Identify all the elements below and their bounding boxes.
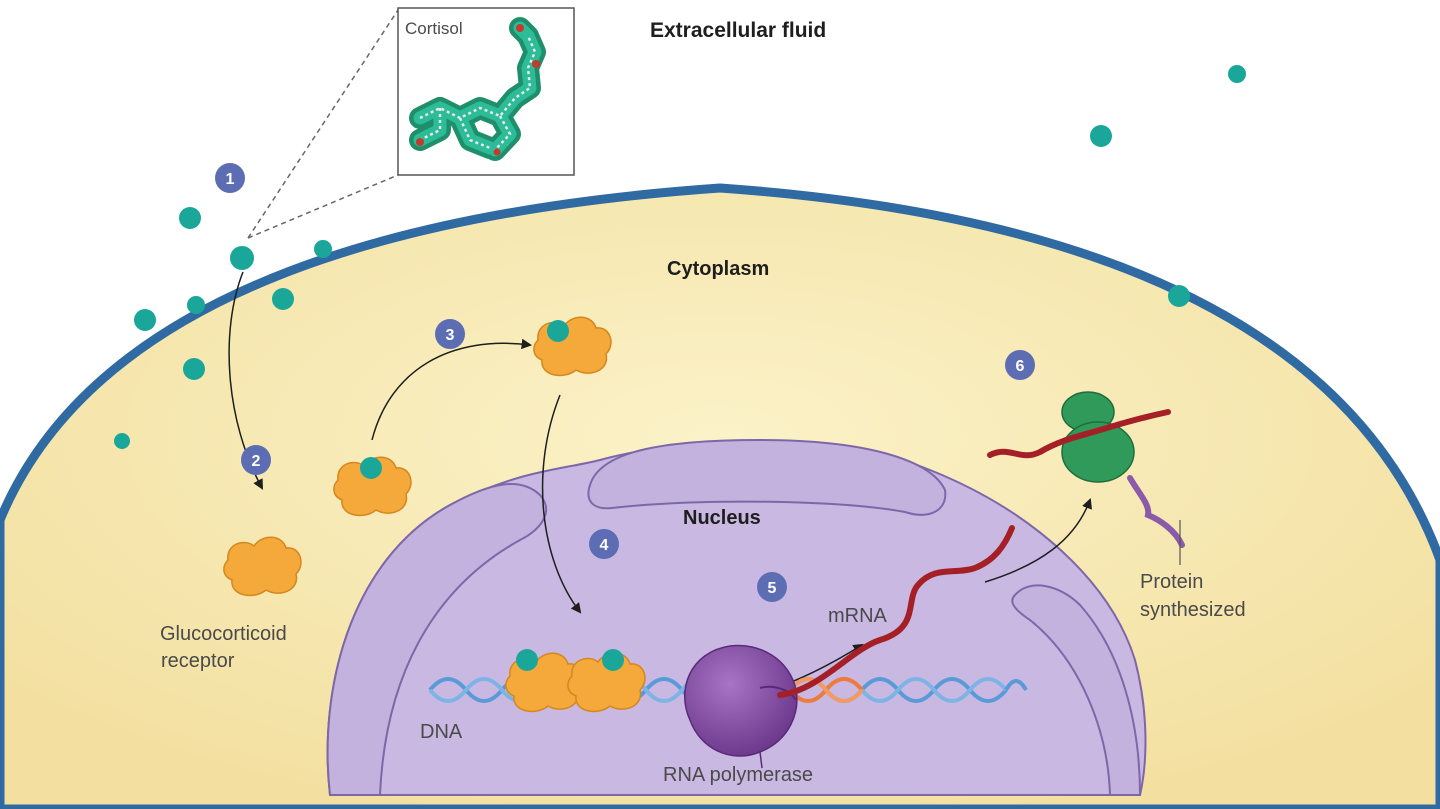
cortisol-molecules	[114, 65, 1246, 449]
arrow-to-nucleus	[541, 394, 582, 614]
cortisol-dot	[314, 240, 332, 258]
svg-text:4: 4	[600, 537, 609, 554]
arrow-to-ribosome	[984, 498, 1092, 583]
glucocorticoid-receptor	[223, 536, 302, 597]
cortisol-dot	[1228, 65, 1246, 83]
receptor-label-line2: receptor	[161, 650, 235, 672]
zoom-line-bottom	[247, 174, 399, 239]
extracellular-fluid-label: Extracellular fluid	[650, 19, 826, 42]
svg-text:1: 1	[226, 171, 235, 188]
receptor-cortisol-complex	[333, 456, 412, 517]
mrna-label: mRNA	[828, 605, 888, 627]
nucleus-label: Nucleus	[683, 507, 761, 529]
svg-text:3: 3	[446, 327, 455, 344]
svg-text:6: 6	[1016, 358, 1025, 375]
cortisol-molecule-icon	[409, 17, 546, 161]
protein-label-line2: synthesized	[1140, 599, 1246, 621]
cortisol-dot	[114, 433, 130, 449]
nuclear-pore-top	[587, 438, 947, 516]
rna-polymerase-label: RNA polymerase	[663, 764, 813, 786]
svg-text:2: 2	[252, 453, 261, 470]
step-badge-4: 4	[589, 529, 619, 559]
step-badge-5: 5	[757, 572, 787, 602]
mrna-on-ribosome	[987, 409, 1171, 459]
cortisol-label: Cortisol	[405, 19, 463, 38]
cortisol-inset: Cortisol	[247, 7, 575, 239]
step-badge-6: 6	[1005, 350, 1035, 380]
cytoplasm-label: Cytoplasm	[667, 258, 769, 280]
receptor-label-line1: Glucocorticoid	[160, 623, 287, 645]
cortisol-dot	[183, 358, 205, 380]
arrow-binding	[371, 338, 533, 441]
step-badge-1: 1	[215, 163, 245, 193]
dna-label: DNA	[420, 721, 463, 743]
protein-label-line1: Protein	[1140, 571, 1203, 593]
receptor-dimer-on-dna	[505, 649, 646, 713]
mrna-strand	[777, 525, 1015, 698]
cortisol-dot	[272, 288, 294, 310]
cortisol-dot	[1168, 285, 1190, 307]
synthesized-protein	[1127, 475, 1185, 548]
cortisol-dot	[1090, 125, 1112, 147]
cortisol-dot	[187, 296, 205, 314]
nuclear-lobe-left	[326, 483, 547, 796]
cortisol-dot	[134, 309, 156, 331]
receptor-cortisol-complex-activated	[533, 316, 612, 377]
cortisol-dot	[230, 246, 254, 270]
nuclear-lobe-right	[1011, 584, 1142, 796]
step-badge-2: 2	[241, 445, 271, 475]
svg-text:5: 5	[768, 580, 777, 597]
cortisol-dot	[179, 207, 201, 229]
step-badge-3: 3	[435, 319, 465, 349]
zoom-line-top	[247, 9, 399, 239]
